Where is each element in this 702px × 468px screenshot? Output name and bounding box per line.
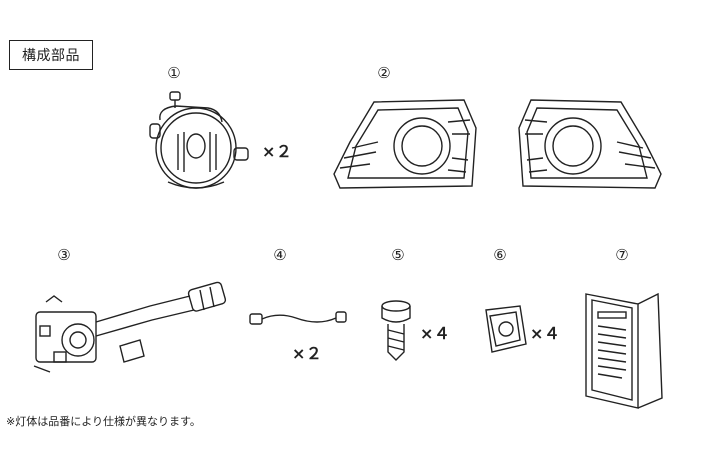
clip-nut-icon [476, 302, 530, 356]
section-title: 構成部品 [9, 40, 93, 70]
part-4-number: ④ [273, 246, 287, 264]
bolt-icon [378, 298, 414, 362]
part-1-quantity: ×２ [262, 142, 293, 161]
part-1-number: ① [167, 64, 181, 82]
fog-lamp-icon [148, 90, 258, 200]
bezel-icon-mirrored [515, 98, 665, 190]
bezel-icon [330, 98, 480, 190]
part-5-quantity: ×４ [420, 324, 451, 343]
part-7-number: ⑦ [615, 246, 629, 264]
wire-harness-icon [248, 306, 348, 336]
part-6-quantity: ×４ [530, 324, 561, 343]
part-4-quantity: ×２ [292, 344, 323, 363]
part-2-number: ② [377, 64, 391, 82]
footer-note: ※灯体は品番により仕様が異なります。 [6, 415, 201, 428]
part-5-number: ⑤ [391, 246, 405, 264]
part-6-number: ⑥ [493, 246, 507, 264]
part-3-number: ③ [57, 246, 71, 264]
manual-icon [582, 290, 666, 410]
combination-switch-icon [30, 276, 230, 376]
